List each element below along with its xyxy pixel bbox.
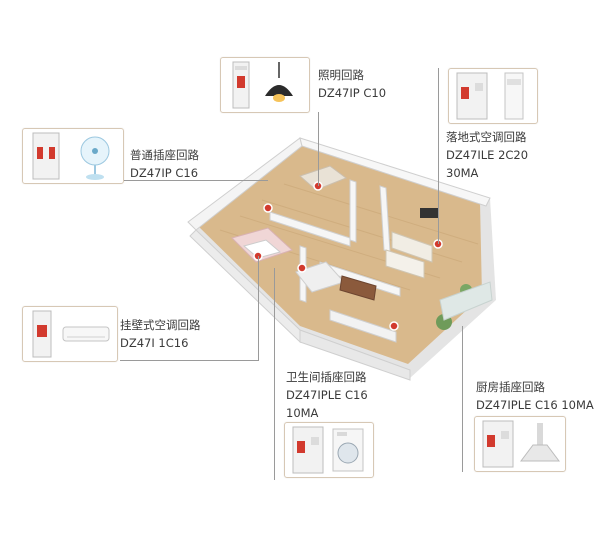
general-socket-model: DZ47IP C16 [130,166,199,180]
floor-ac-title: 落地式空调回路 [446,130,527,144]
breaker-icon [32,132,60,180]
kitchen-socket-point [389,321,399,331]
lighting-leader [318,112,319,186]
lighting-label: 照明回路 DZ47IP C10 [318,66,386,102]
lighting-model: DZ47IP C10 [318,86,387,100]
lighting-title: 照明回路 [318,68,364,82]
kitchen-socket-model: DZ47IPLE C16 10MA [476,398,594,412]
bathroom-socket-point [297,263,307,273]
floor-ac-label: 落地式空调回路 DZ47ILE 2C20 30MA [446,128,528,182]
floor-ac-card [448,68,538,124]
wall-ac-leader [258,256,259,360]
general-socket-point [263,203,273,213]
breaker-icon [482,420,514,468]
wall-ac-title: 挂壁式空调回路 [120,318,201,332]
bathroom-socket-card [284,422,374,478]
bathroom-socket-model2: 10MA [286,406,319,420]
floor-air-conditioner-icon [504,72,524,120]
bathroom-socket-title: 卫生间插座回路 [286,370,367,384]
wall-air-conditioner-icon [62,326,110,342]
floor-ac-leader [438,68,439,244]
wall-ac-model: DZ47I 1C16 [120,336,189,350]
breaker-icon [32,310,52,358]
breaker-icon [456,72,488,120]
lighting-card [220,57,310,113]
desk-fan-icon [80,136,110,180]
bathroom-socket-model: DZ47IPLE C16 [286,388,368,402]
wall-ac-leader-h [120,360,259,361]
breaker-icon [292,426,324,474]
bathroom-socket-label: 卫生间插座回路 DZ47IPLE C16 10MA [286,368,368,422]
general-socket-leader [124,180,268,181]
range-hood-icon [520,423,560,462]
kitchen-socket-card [474,416,566,472]
bathroom-socket-leader [274,268,275,480]
general-socket-card [22,128,124,184]
general-socket-title: 普通插座回路 [130,148,199,162]
washing-machine-icon [332,428,364,472]
kitchen-socket-leader [462,326,463,472]
floor [196,146,482,364]
pendant-lamp-icon [265,62,293,102]
breaker-icon [232,61,250,109]
floor-ac-model: DZ47ILE 2C20 [446,148,529,162]
general-socket-label: 普通插座回路 DZ47IP C16 [130,146,199,182]
floor-ac-model2: 30MA [446,166,479,180]
kitchen-socket-title: 厨房插座回路 [476,380,545,394]
kitchen-socket-label: 厨房插座回路 DZ47IPLE C16 10MA [476,378,594,414]
wall-ac-label: 挂壁式空调回路 DZ47I 1C16 [120,316,201,352]
wall-ac-card [22,306,118,362]
